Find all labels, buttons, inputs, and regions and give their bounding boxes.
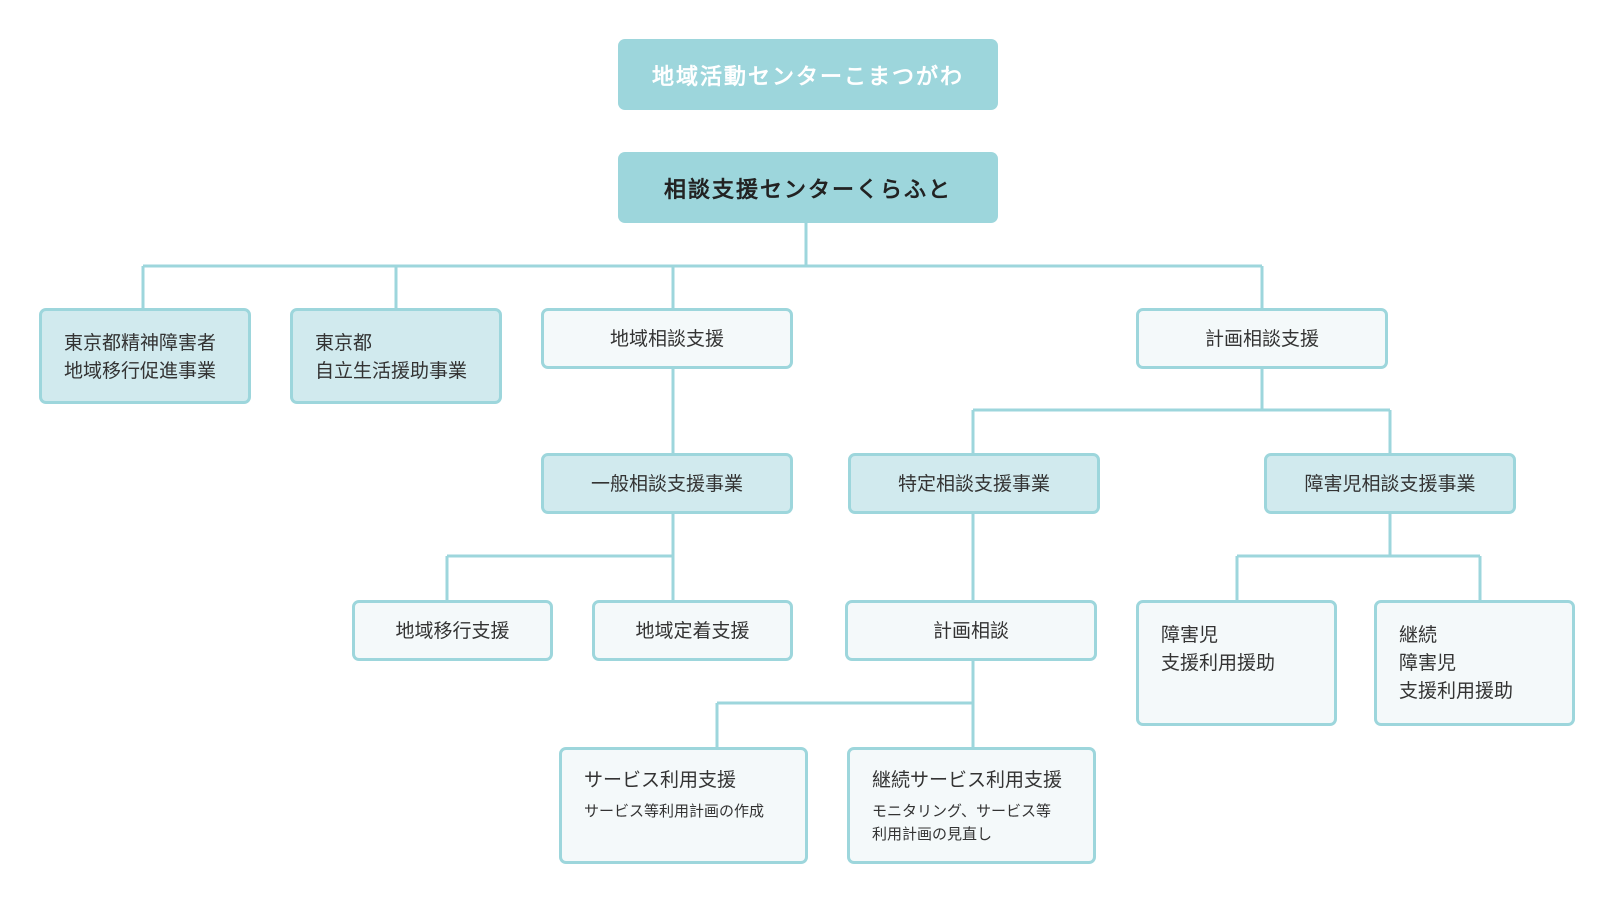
child-consultation-label: 障害児相談支援事業 bbox=[1304, 472, 1476, 495]
plan-counsel-node: 計画相談 bbox=[845, 600, 1097, 661]
general-consultation-node: 一般相談支援事業 bbox=[541, 453, 793, 514]
community-settlement-node: 地域定着支援 bbox=[592, 600, 793, 661]
continuing-service-desc-1: モニタリング、サービス等 bbox=[872, 802, 1051, 820]
child-support-node: 障害児 支援利用援助 bbox=[1136, 600, 1337, 726]
center-label: 相談支援センターくらふと bbox=[663, 177, 952, 203]
community-transition-label: 地域移行支援 bbox=[395, 619, 510, 642]
child-continuing-node: 継続 障害児 支援利用援助 bbox=[1374, 600, 1575, 726]
continuing-service-node: 継続サービス利用支援 モニタリング、サービス等 利用計画の見直し bbox=[847, 747, 1096, 864]
continuing-service-desc-2: 利用計画の見直し bbox=[872, 825, 993, 843]
plan-counsel-label: 計画相談 bbox=[932, 619, 1009, 642]
community-consultation-node: 地域相談支援 bbox=[541, 308, 793, 369]
service-use-title: サービス利用支援 bbox=[584, 769, 737, 791]
root-label: 地域活動センターこまつがわ bbox=[651, 64, 964, 90]
tokyo-transition-line-1: 東京都精神障害者 bbox=[64, 332, 217, 354]
child-continuing-line-3: 支援利用援助 bbox=[1399, 680, 1514, 702]
community-settlement-label: 地域定着支援 bbox=[635, 619, 750, 642]
tokyo-independent-line-1: 東京都 bbox=[315, 332, 373, 354]
general-consultation-label: 一般相談支援事業 bbox=[590, 472, 743, 495]
specific-consultation-label: 特定相談支援事業 bbox=[897, 472, 1050, 495]
tokyo-independent-node: 東京都 自立生活援助事業 bbox=[290, 308, 502, 404]
child-continuing-line-1: 継続 bbox=[1399, 624, 1438, 646]
child-support-line-2: 支援利用援助 bbox=[1161, 652, 1276, 674]
tokyo-transition-node: 東京都精神障害者 地域移行促進事業 bbox=[39, 308, 251, 404]
service-use-node: サービス利用支援 サービス等利用計画の作成 bbox=[559, 747, 808, 864]
root-node: 地域活動センターこまつがわ bbox=[618, 39, 998, 110]
specific-consultation-node: 特定相談支援事業 bbox=[848, 453, 1100, 514]
plan-consultation-label: 計画相談支援 bbox=[1204, 327, 1319, 350]
plan-consultation-node: 計画相談支援 bbox=[1136, 308, 1388, 369]
service-use-desc: サービス等利用計画の作成 bbox=[584, 802, 765, 820]
community-transition-node: 地域移行支援 bbox=[352, 600, 553, 661]
community-consultation-label: 地域相談支援 bbox=[609, 327, 724, 350]
continuing-service-title: 継続サービス利用支援 bbox=[872, 769, 1063, 791]
child-continuing-line-2: 障害児 bbox=[1399, 652, 1457, 674]
center-node: 相談支援センターくらふと bbox=[618, 152, 998, 223]
child-support-line-1: 障害児 bbox=[1161, 624, 1219, 646]
tokyo-transition-line-2: 地域移行促進事業 bbox=[64, 360, 217, 382]
tokyo-independent-line-2: 自立生活援助事業 bbox=[315, 360, 468, 382]
child-consultation-node: 障害児相談支援事業 bbox=[1264, 453, 1516, 514]
